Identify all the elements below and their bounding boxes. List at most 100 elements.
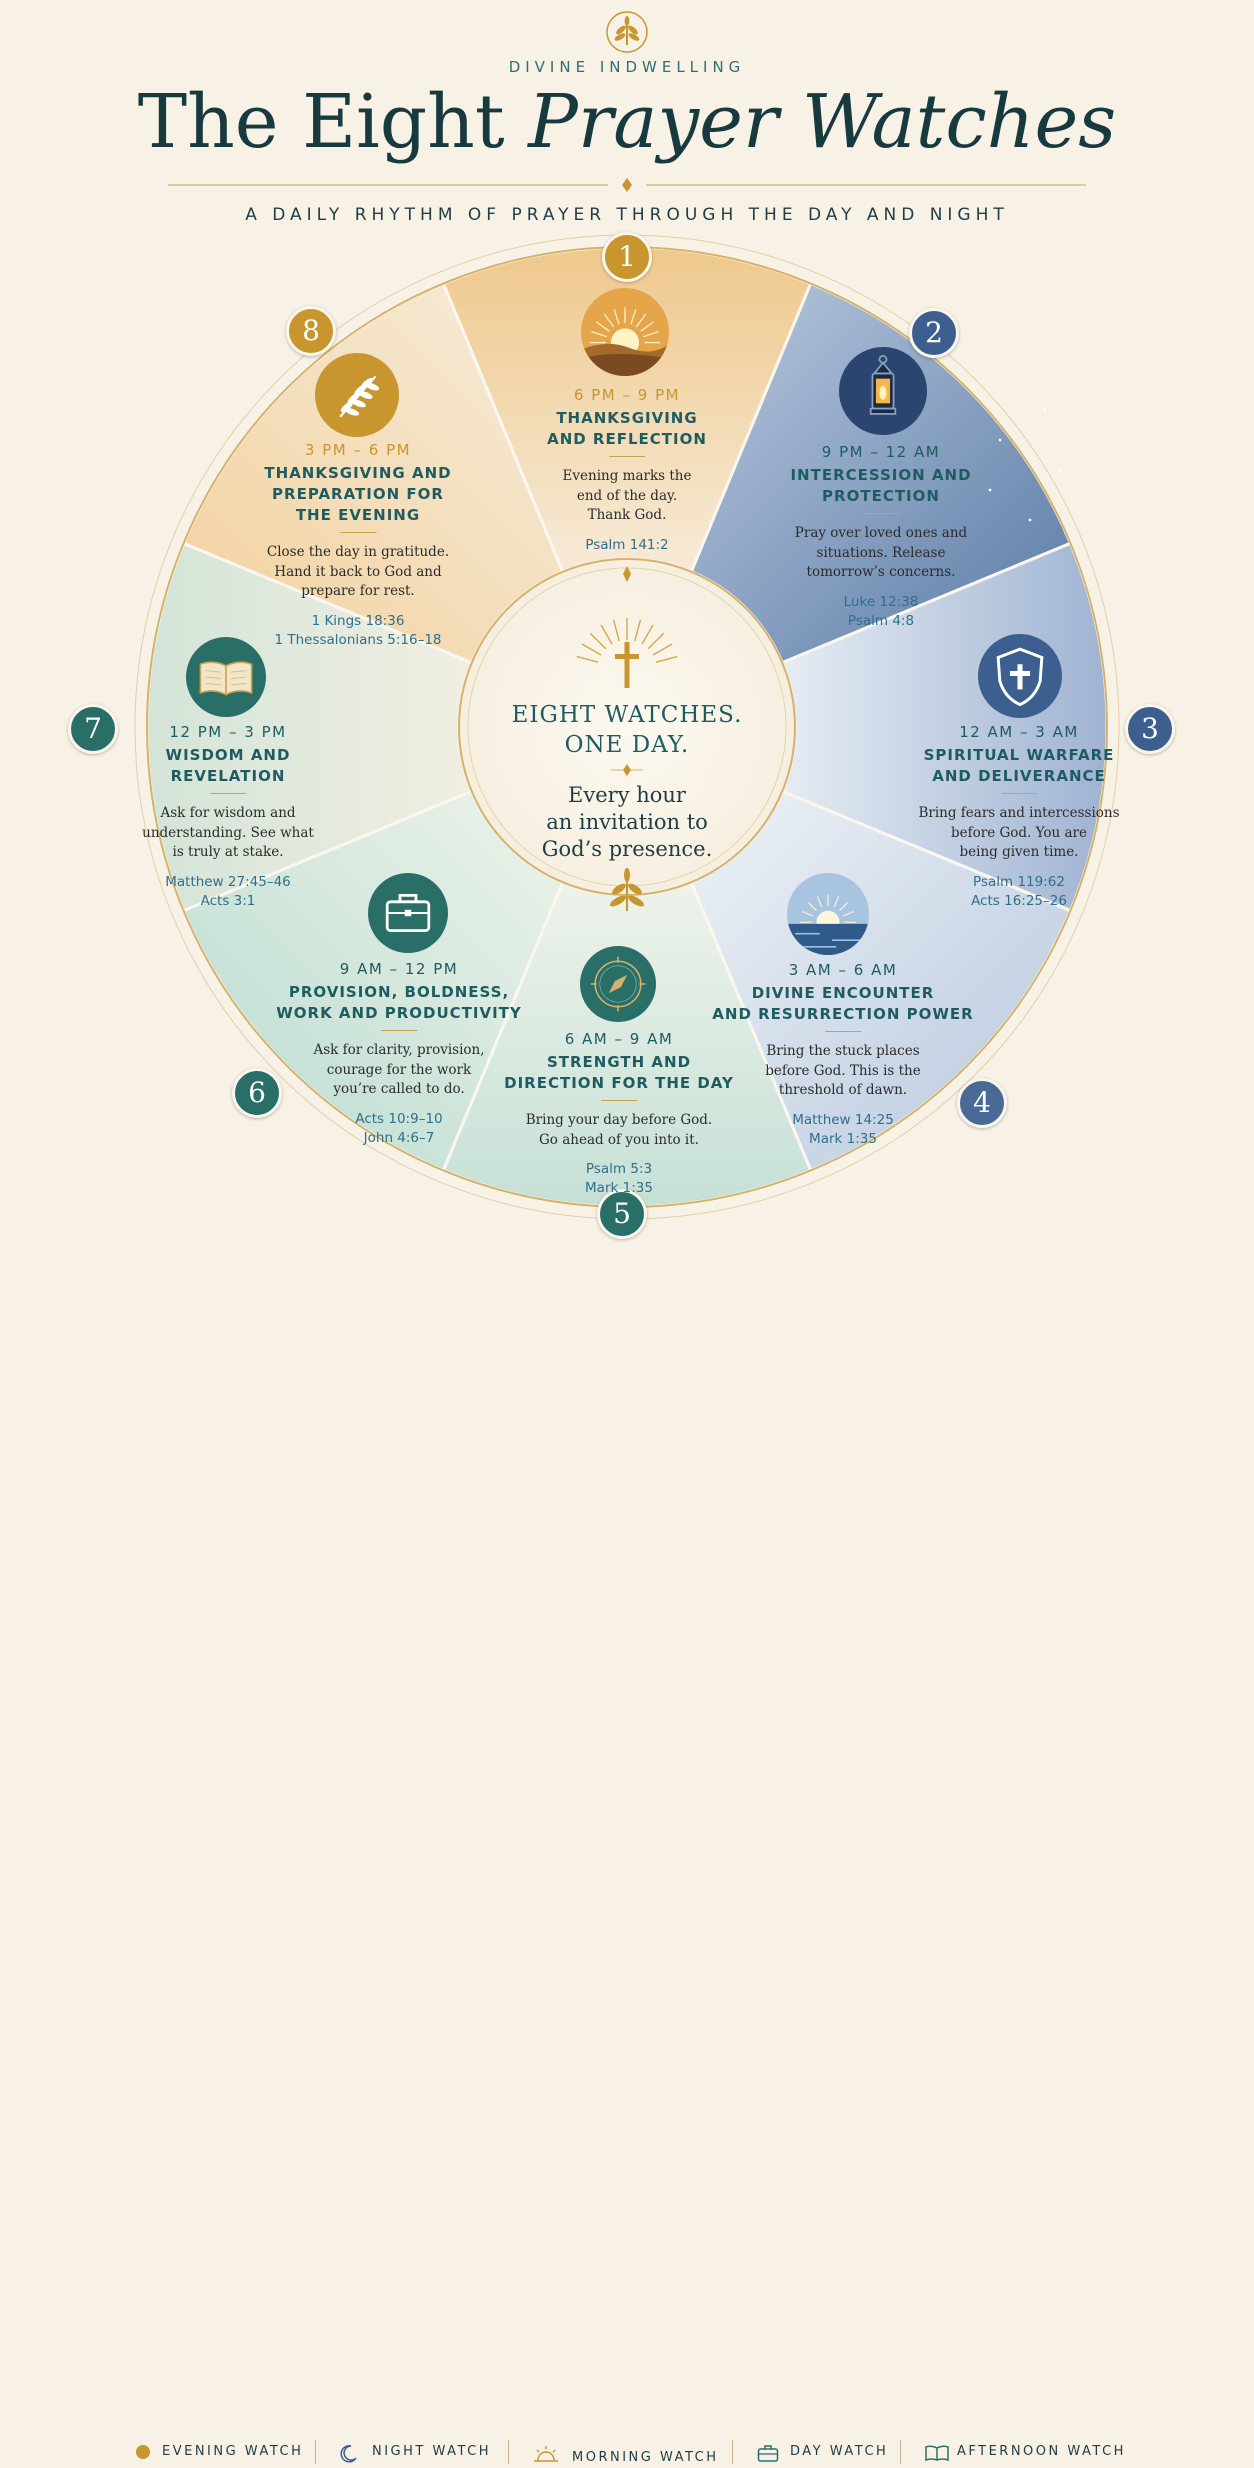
watch-heading-line: THANKSGIVING xyxy=(556,409,698,427)
briefcase-icon xyxy=(757,2444,779,2466)
title-divider xyxy=(168,178,1086,192)
watch-description-line: Evening marks the xyxy=(562,468,692,484)
watch-heading-line: INTERCESSION AND xyxy=(790,466,972,484)
watch-time: 12 AM – 3 AM xyxy=(959,723,1079,741)
watch-text-block: 9 AM – 12 PM PROVISION, BOLDNESS,WORK AND… xyxy=(276,960,522,1148)
eyebrow-brand: DIVINE INDWELLING xyxy=(508,58,746,76)
watch-heading-line: DIRECTION FOR THE DAY xyxy=(504,1074,734,1092)
olive-branch-icon xyxy=(315,353,399,437)
center-heading-line2: ONE DAY. xyxy=(564,732,690,758)
moon-icon xyxy=(338,2444,358,2468)
watch-description: Bring the stuck places before God. This i… xyxy=(712,1042,973,1101)
scripture-ref: John 4:6–7 xyxy=(363,1129,435,1146)
star-decoration xyxy=(1043,408,1047,412)
dot-icon xyxy=(135,2444,151,2464)
sunrise-sea-icon xyxy=(787,873,869,955)
watch-description-line: you’re called to do. xyxy=(333,1081,465,1097)
center-heading-line1: EIGHT WATCHES. xyxy=(511,702,743,728)
legend-label: EVENING WATCH xyxy=(162,2444,304,2459)
watch-number-badge: 6 xyxy=(232,1068,282,1118)
watch-description: Close the day in gratitude.Hand it back … xyxy=(264,543,451,602)
watch-time: 9 AM – 12 PM xyxy=(339,960,459,978)
sunset-icon xyxy=(581,288,669,376)
watch-divider xyxy=(825,1031,861,1032)
watch-description-line: being given time. xyxy=(959,844,1079,860)
open-book-icon xyxy=(925,2444,949,2466)
watch-heading-line: PREPARATION FOR xyxy=(272,485,444,503)
legend-label: DAY WATCH xyxy=(790,2444,889,2459)
watch-heading-line: WISDOM AND xyxy=(165,746,291,764)
watch-description-line: Pray over loved ones and xyxy=(794,525,968,541)
scripture-ref: 1 Kings 18:36 xyxy=(311,612,405,629)
watch-heading: PROVISION, BOLDNESS,WORK AND PRODUCTIVIT… xyxy=(276,982,522,1024)
watch-heading-line: REVELATION xyxy=(170,767,286,785)
compass-icon xyxy=(580,946,656,1022)
watch-number-badge: 8 xyxy=(286,306,336,356)
page-title: The Eight Prayer Watches xyxy=(0,78,1254,167)
watch-description-line: before God. You are xyxy=(951,824,1087,841)
watch-time: 6 PM – 9 PM xyxy=(573,386,681,404)
watch-description-line: Bring the stuck places xyxy=(766,1043,920,1059)
briefcase-icon xyxy=(368,873,448,953)
watch-number-badge: 5 xyxy=(597,1189,647,1239)
watch-description: Bring your day before God. Go ahead of yo… xyxy=(504,1111,734,1150)
watch-number-badge: 3 xyxy=(1125,704,1175,754)
watch-heading-line: THANKSGIVING AND xyxy=(264,464,452,482)
watch-description-line: end of the day. xyxy=(576,487,678,504)
watch-divider xyxy=(1001,793,1037,794)
center-body-line2: an invitation to xyxy=(546,810,708,834)
watch-description-line: understanding. See what xyxy=(142,824,314,841)
watch-description-line: Go ahead of you into it. xyxy=(539,1131,699,1148)
center-heading: EIGHT WATCHES. ONE DAY. xyxy=(512,700,743,760)
prayer-wheel xyxy=(134,234,1120,1220)
watch-description: Ask for clarity, provision,courage for t… xyxy=(276,1041,522,1100)
watch-divider xyxy=(600,1100,637,1101)
scripture-ref: Psalm 4:8 xyxy=(847,612,915,629)
scripture-ref: Psalm 5:3 xyxy=(585,1161,653,1177)
watch-heading-line: AND RESURRECTION POWER xyxy=(712,1005,974,1023)
scripture-ref: Acts 3:1 xyxy=(200,892,256,909)
watch-number-badge: 4 xyxy=(957,1078,1007,1128)
legend-label: MORNING WATCH xyxy=(572,2450,719,2465)
center-body-line3: God’s presence. xyxy=(541,837,713,861)
scripture-ref: 1 Thessalonians 5:16–18 xyxy=(274,631,442,648)
watch-heading-line: AND REFLECTION xyxy=(547,430,707,448)
watch-heading: WISDOM AND REVELATION xyxy=(142,745,314,787)
star-decoration xyxy=(988,488,992,492)
watch-time: 12 PM – 3 PM xyxy=(169,723,287,741)
legend-separator xyxy=(732,2440,733,2464)
legend-separator xyxy=(315,2440,316,2464)
watch-divider xyxy=(609,456,645,457)
watch-description-line: is truly at stake. xyxy=(172,844,284,860)
scripture-ref: Matthew 27:45–46 xyxy=(165,873,291,890)
scripture-ref: Acts 10:9–10 xyxy=(355,1110,443,1127)
center-body-line1: Every hour xyxy=(568,783,686,807)
watch-heading-line: STRENGTH AND xyxy=(546,1053,692,1071)
watch-scripture-refs: Psalm 141:2 xyxy=(547,536,707,555)
watch-heading-line: WORK AND PRODUCTIVITY xyxy=(276,1004,522,1022)
watch-description-line: Bring your day before God. xyxy=(525,1112,713,1128)
watch-description-line: threshold of dawn. xyxy=(778,1082,908,1098)
scripture-ref: Psalm 119:62 xyxy=(973,873,1065,890)
cross-icon xyxy=(576,618,678,688)
watch-time: 9 PM – 12 AM xyxy=(821,443,941,461)
watch-description-line: before God. This is the xyxy=(765,1062,921,1079)
watch-description-line: Hand it back to God and xyxy=(274,563,442,580)
